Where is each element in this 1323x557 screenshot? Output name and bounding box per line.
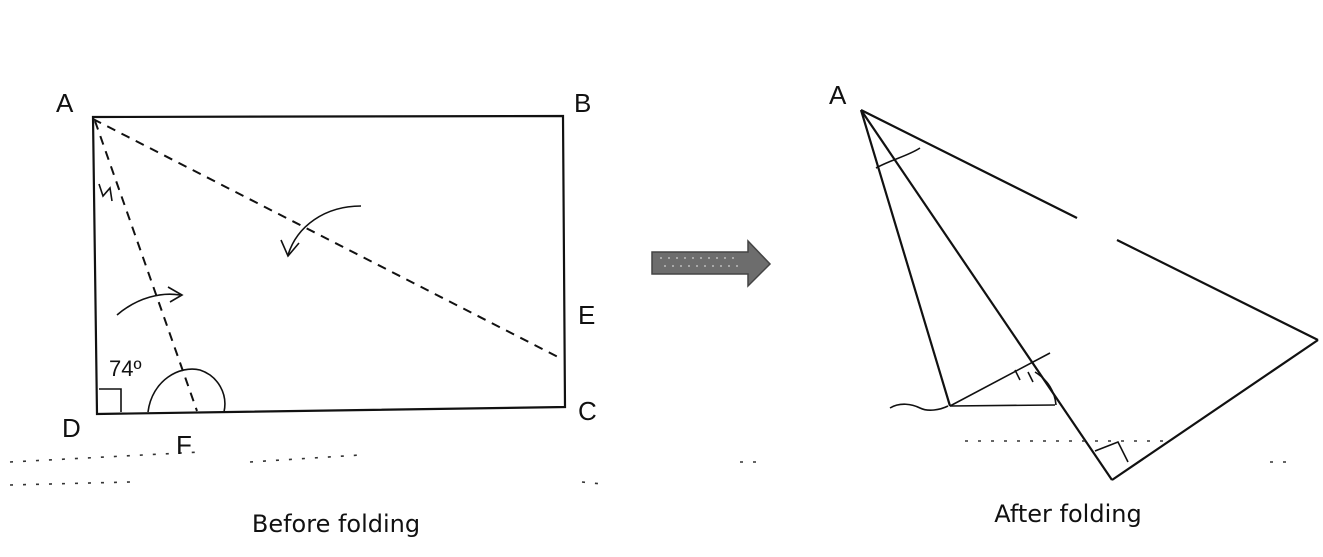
- label-d: D: [62, 413, 81, 443]
- right-angle-mark-d: [99, 388, 122, 412]
- fold-line-ae: [92, 118, 559, 358]
- label-a-after: A: [829, 80, 847, 110]
- after-tick-mark: [1014, 369, 1034, 383]
- after-flap-base: [949, 404, 1056, 407]
- before-folding-figure: A B C D E F 74º Before folding: [9, 88, 603, 538]
- after-edge-a-right: [860, 109, 1078, 219]
- after-squiggle: [889, 403, 949, 411]
- after-edge-a-bottom: [860, 109, 1113, 481]
- after-edge-a-inner: [859, 109, 952, 407]
- after-arc-flap: [1034, 371, 1057, 406]
- label-c: C: [578, 396, 597, 426]
- label-a-before: A: [56, 88, 74, 118]
- paper-specks-left-2: [9, 481, 131, 486]
- right-arrow-icon: [651, 239, 772, 288]
- caption-before: Before folding: [252, 510, 420, 538]
- after-edge-right-bottom: [1111, 339, 1319, 481]
- angle-label-74: 74º: [109, 356, 142, 381]
- paper-specks-mid: [249, 454, 361, 463]
- rectangle-abcd: [91, 114, 567, 416]
- small-angle-mark: [98, 183, 113, 202]
- after-edge-a-right-2: [1116, 239, 1319, 341]
- after-folding-figure: A After folding: [740, 80, 1319, 528]
- after-flap-diagonal: [949, 352, 1051, 407]
- fold-line-af: [94, 120, 198, 412]
- paper-specks-left: [9, 451, 201, 463]
- angle-arc-a-after: [875, 147, 921, 169]
- paper-specks-right: [581, 481, 603, 485]
- angle-arc-f: [147, 368, 226, 413]
- fold-arrow-ae: [280, 205, 362, 258]
- label-f: F: [176, 430, 192, 460]
- fold-arrow-af: [116, 286, 184, 316]
- label-e: E: [578, 300, 595, 330]
- label-b: B: [574, 88, 591, 118]
- caption-after: After folding: [994, 500, 1141, 528]
- right-angle-mark-after: [1094, 440, 1129, 463]
